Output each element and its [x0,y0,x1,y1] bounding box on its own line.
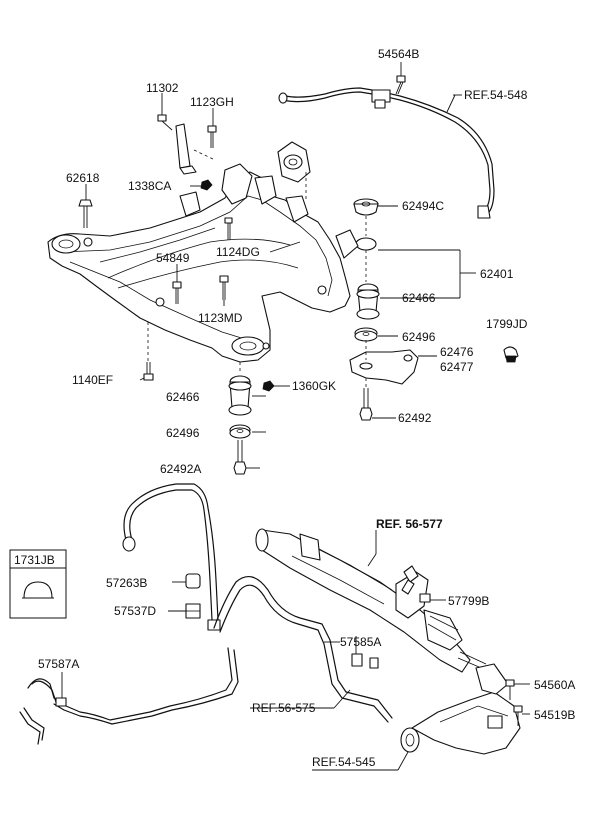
steering-gear [255,528,487,673]
bolt-54560A [505,679,530,700]
lower-arm [400,663,521,755]
callout-1731JB [9,549,67,619]
hose-57587A [19,678,67,745]
stabilizer-bar [278,87,495,219]
label-62496-right: 62496 [402,330,436,344]
label-ref54548: REF.54-548 [464,88,528,102]
leader-ref56577-b [367,553,377,567]
label-57537D: 57537D [114,604,156,618]
bushing-62466-left [228,362,252,416]
leaders-lower [61,581,409,771]
label-ref56575: REF.56-575 [252,701,316,715]
bolt-1124DG [224,217,301,253]
label-62492A: 62492A [160,462,201,476]
label-57587A: 57587A [38,657,79,671]
nut-1338CA [190,179,213,191]
clamp-57263B [185,573,201,589]
label-62618: 62618 [66,171,100,185]
label-1360GK: 1360GK [292,379,336,393]
nut-1360GK [262,380,290,392]
label-57585A: 57585A [340,635,381,649]
fitting-57799B [419,593,446,603]
label-62401: 62401 [480,267,514,281]
label-1799JD: 1799JD [486,317,528,331]
bolt-1123GH [207,108,217,148]
mount-bracket [277,141,311,200]
bolt-54564B [395,62,406,95]
label-1338CA: 1338CA [128,179,171,193]
washer-62496-right [354,327,378,342]
label-62477: 62477 [440,360,474,374]
bracket-57585A [351,653,379,669]
clamp-57537D [185,603,201,619]
label-ref56577: REF. 56-577 [376,517,443,531]
subframe [47,163,377,363]
bolt-62492 [359,378,373,421]
label-62494C: 62494C [402,199,444,213]
label-1123MD: 1123MD [198,311,243,325]
label-1140EF: 1140EF [72,373,113,387]
return-hose [53,575,393,725]
label-62492: 62492 [398,411,432,425]
washer-62496-left [229,424,251,439]
label-ref54545: REF.54-545 [312,755,376,769]
label-62466-right: 62466 [402,291,436,305]
label-57263B: 57263B [106,576,147,590]
label-54564B: 54564B [378,47,419,61]
pressure-hose [122,483,221,631]
clip-1799JD [503,346,519,363]
bolt-62492A [233,440,247,475]
leader-ref54548-b [446,94,456,113]
bolt-54519B [513,705,530,726]
label-1124DG: 1124DG [216,245,260,259]
bushing-62494C [353,198,379,236]
label-54849: 54849 [156,251,190,265]
bolt-62618 [78,184,93,228]
label-11302: 11302 [146,81,179,95]
label-54519B: 54519B [534,708,575,722]
label-1123GH: 1123GH [190,95,234,109]
bracket-11302 [157,114,216,175]
bracket-62476-62477 [349,340,419,385]
label-54560A: 54560A [534,678,575,692]
bolt-1140EF [143,322,154,381]
label-62496-left: 62496 [166,426,200,440]
label-62466-left: 62466 [166,390,200,404]
bushing-62466-right [356,250,380,320]
labels: 54564B REF.54-548 11302 1123GH 62618 133… [14,47,575,769]
label-57799B: 57799B [448,594,489,608]
label-1731JB: 1731JB [14,553,55,567]
bolt-54849 [172,264,182,304]
bolt-1123MD [219,275,229,306]
label-62476: 62476 [440,345,474,359]
leaders-upper [139,205,476,469]
